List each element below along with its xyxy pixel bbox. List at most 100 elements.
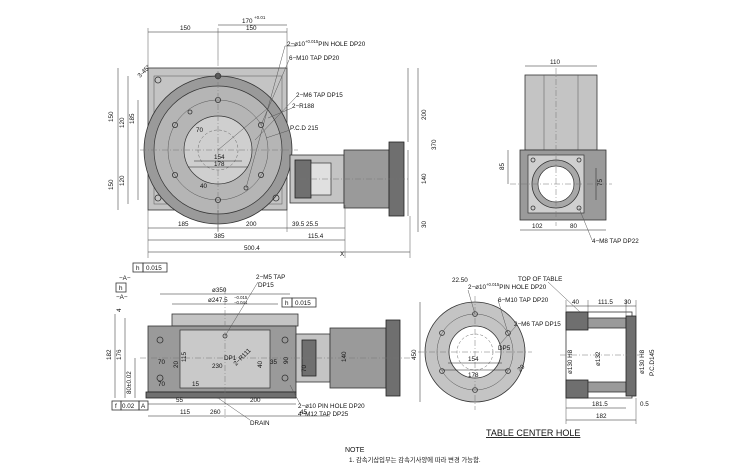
callout-t2-m10: 6−M10 TAP DP20	[498, 297, 549, 304]
datum-a2: −A−	[116, 294, 128, 301]
section-view: 40 111.5 30 TOP OF TABLE ø130 H8 ø132 ø1…	[486, 276, 656, 438]
tol1b-sym: h	[119, 285, 123, 292]
pin-hole	[187, 109, 193, 115]
leader-m6	[254, 96, 297, 141]
leader-t2-pin	[467, 289, 476, 315]
dim-s-182: 182	[596, 413, 607, 420]
dim-40-label: 40	[200, 183, 208, 190]
dim-40: 40	[257, 360, 264, 368]
note-line-1: 1. 감속기삽입부는 감속기사양에 따라 변경 가능함.	[349, 455, 481, 464]
m8-hole	[530, 205, 536, 211]
t2-hole	[439, 330, 445, 336]
tol-frame-4: f 0.02 A	[111, 400, 149, 411]
front-hole	[156, 336, 164, 344]
tol-frame-2: h −A−	[115, 282, 128, 301]
dim-75: 75	[597, 178, 604, 186]
dim-90: 90	[283, 356, 290, 364]
t2-hole	[505, 368, 511, 374]
callout-drain: DRAIN	[250, 420, 270, 427]
dim-left-150: 150	[108, 111, 115, 122]
leader-top-table	[547, 281, 581, 313]
callout-m12: 4−M12 TAP DP25	[298, 411, 349, 418]
dim-247-tol-up: −0.015	[234, 295, 248, 300]
dim-247: ø247.5	[208, 297, 228, 304]
callout-top-table: TOP OF TABLE	[518, 276, 562, 283]
dim-bottom-500-4: 500.4	[244, 245, 260, 252]
callout-m10: 6−M10 TAP DP20	[289, 55, 340, 62]
tol1-sym: h	[136, 265, 140, 272]
dim-110: 110	[550, 59, 561, 66]
tol3-val: 0.015	[295, 300, 311, 307]
front-view: h 0.015 −A− h −A− h 0.015 f 0.02 A	[106, 262, 410, 427]
dim-bottom-25-5: 25.5	[306, 221, 319, 228]
leader-m8	[578, 207, 593, 241]
m8-hole	[576, 157, 582, 163]
dim-left-120: 120	[119, 117, 126, 128]
m8-hole	[530, 157, 536, 163]
section-bottom-mid	[587, 381, 627, 393]
tol4-ref: A	[141, 403, 146, 410]
tol3-sym: h	[285, 300, 289, 307]
dim-154: 154	[214, 154, 225, 161]
datum-a1: −A−	[119, 275, 131, 282]
dim-35: 35	[270, 359, 278, 366]
pin-hole	[243, 185, 249, 191]
dim-450: 450	[411, 349, 418, 360]
dim-176: 176	[116, 349, 123, 360]
tol4-val: 0.02	[122, 403, 135, 410]
corner-hole	[154, 194, 162, 202]
leader-pin20	[289, 384, 301, 405]
callout-m5-dp: DP15	[258, 282, 274, 289]
dim-bottom-185: 185	[178, 221, 189, 228]
callout-pin-hole: 2−ø10+0.015PIN HOLE DP20	[287, 39, 366, 48]
corner-hole	[154, 76, 162, 84]
callout-m6: 2−M6 TAP DP15	[296, 92, 343, 99]
dim-bot-115: 115	[180, 409, 191, 416]
callout-pcd: P.C.D 215	[290, 125, 319, 132]
m8-hole	[576, 205, 582, 211]
callout-t2-m6: 2−M6 TAP DP15	[514, 321, 561, 328]
dim-178: 178	[214, 161, 225, 168]
dim-top-150b: 150	[246, 25, 257, 32]
dim-70b: 70	[301, 364, 308, 372]
dim-dp5: DP5	[498, 345, 511, 352]
dim-t2-20: 20	[516, 363, 526, 373]
section-caption: TABLE CENTER HOLE	[486, 428, 580, 438]
top-view: 154 178 40 70 150 150 170 +0.01 3-45° 15…	[108, 15, 438, 258]
dim-350: ø350	[212, 287, 227, 294]
dim-bot-200: 200	[250, 397, 261, 404]
front-hole	[281, 374, 289, 382]
dim-right-370: 370	[431, 139, 438, 150]
dim-left-185: 185	[129, 113, 136, 124]
notes: NOTE 1. 감속기삽입부는 감속기사양에 따라 변경 가능함.	[345, 447, 481, 464]
dim-80: 80±0.02	[126, 371, 133, 394]
radius-line	[217, 107, 269, 151]
tol-frame-3: h 0.015	[281, 297, 317, 308]
t2-hole	[505, 330, 511, 336]
corner-hole	[272, 194, 280, 202]
tol4-sym: f	[115, 403, 117, 410]
note-title: NOTE	[345, 447, 365, 454]
dim-bottom-385: 385	[214, 233, 225, 240]
dim-140: 140	[341, 351, 348, 362]
dim-t2-154: 154	[468, 356, 479, 363]
side-view: 110 85 75 102 80 4−M8 TAP DP22	[499, 59, 639, 245]
dim-s-181-5: 181.5	[592, 401, 608, 408]
callout-r188: 2−R188	[292, 103, 315, 110]
front-hole	[281, 336, 289, 344]
dim-80: 80	[570, 223, 578, 230]
dim-top-170: 170	[242, 18, 253, 25]
dim-bottom-115-4: 115.4	[308, 233, 324, 240]
callout-dp1: DP1	[224, 355, 237, 362]
front-base	[145, 391, 297, 399]
dim-s-pcd145: P.C.D145	[649, 349, 656, 376]
callout-pin20: 2−ø10 PIN HOLE DP20	[298, 403, 365, 410]
section-bottom-left	[565, 379, 589, 399]
dim-right-30: 30	[421, 220, 428, 228]
section-top-left	[565, 311, 589, 331]
dim-bot-55: 55	[176, 397, 184, 404]
leader-m5	[224, 281, 259, 337]
tol-frame-1: h 0.015 −A−	[119, 262, 168, 282]
dim-left-120b: 120	[119, 175, 126, 186]
callout-t2-pin: 2−ø10+0.015PIN HOLE DP20	[468, 282, 547, 291]
